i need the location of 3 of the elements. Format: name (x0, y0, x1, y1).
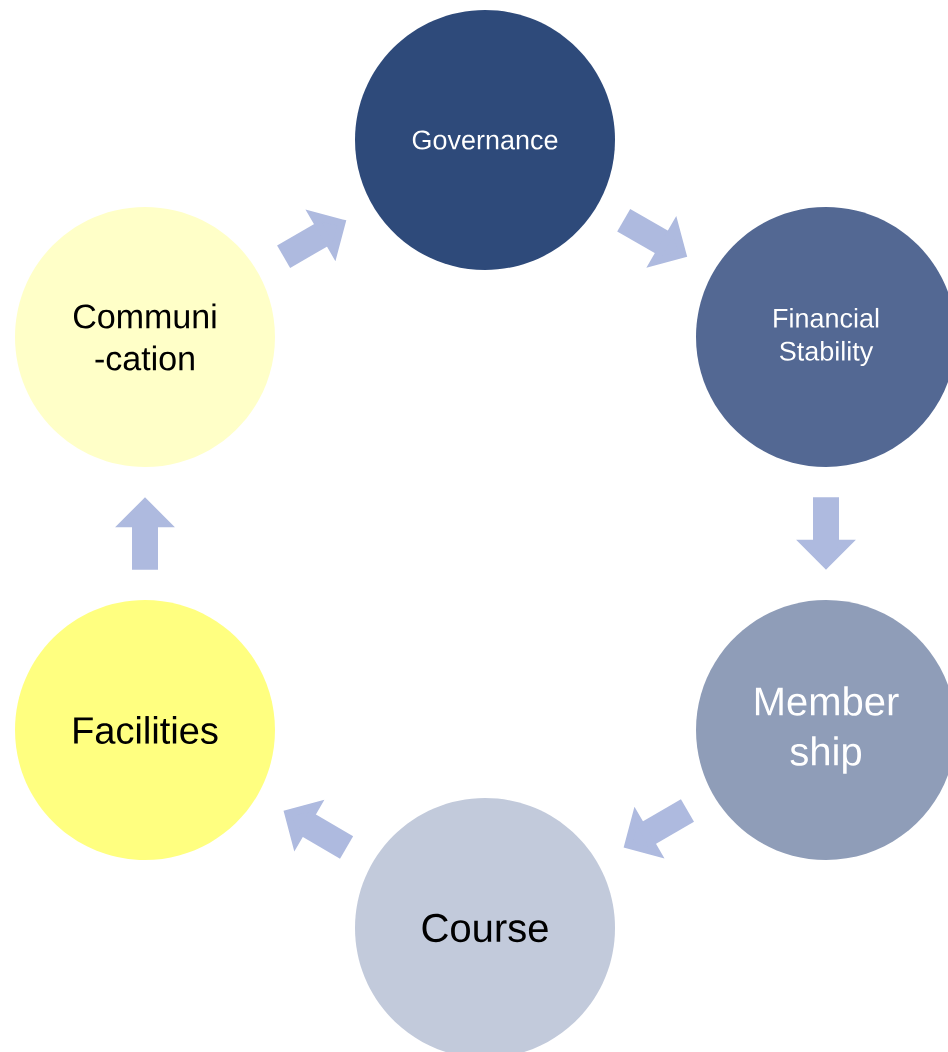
circle-node: Facilities (15, 600, 275, 860)
circle-node: Communi -cation (15, 207, 275, 467)
circle-node: Governance (355, 10, 615, 270)
